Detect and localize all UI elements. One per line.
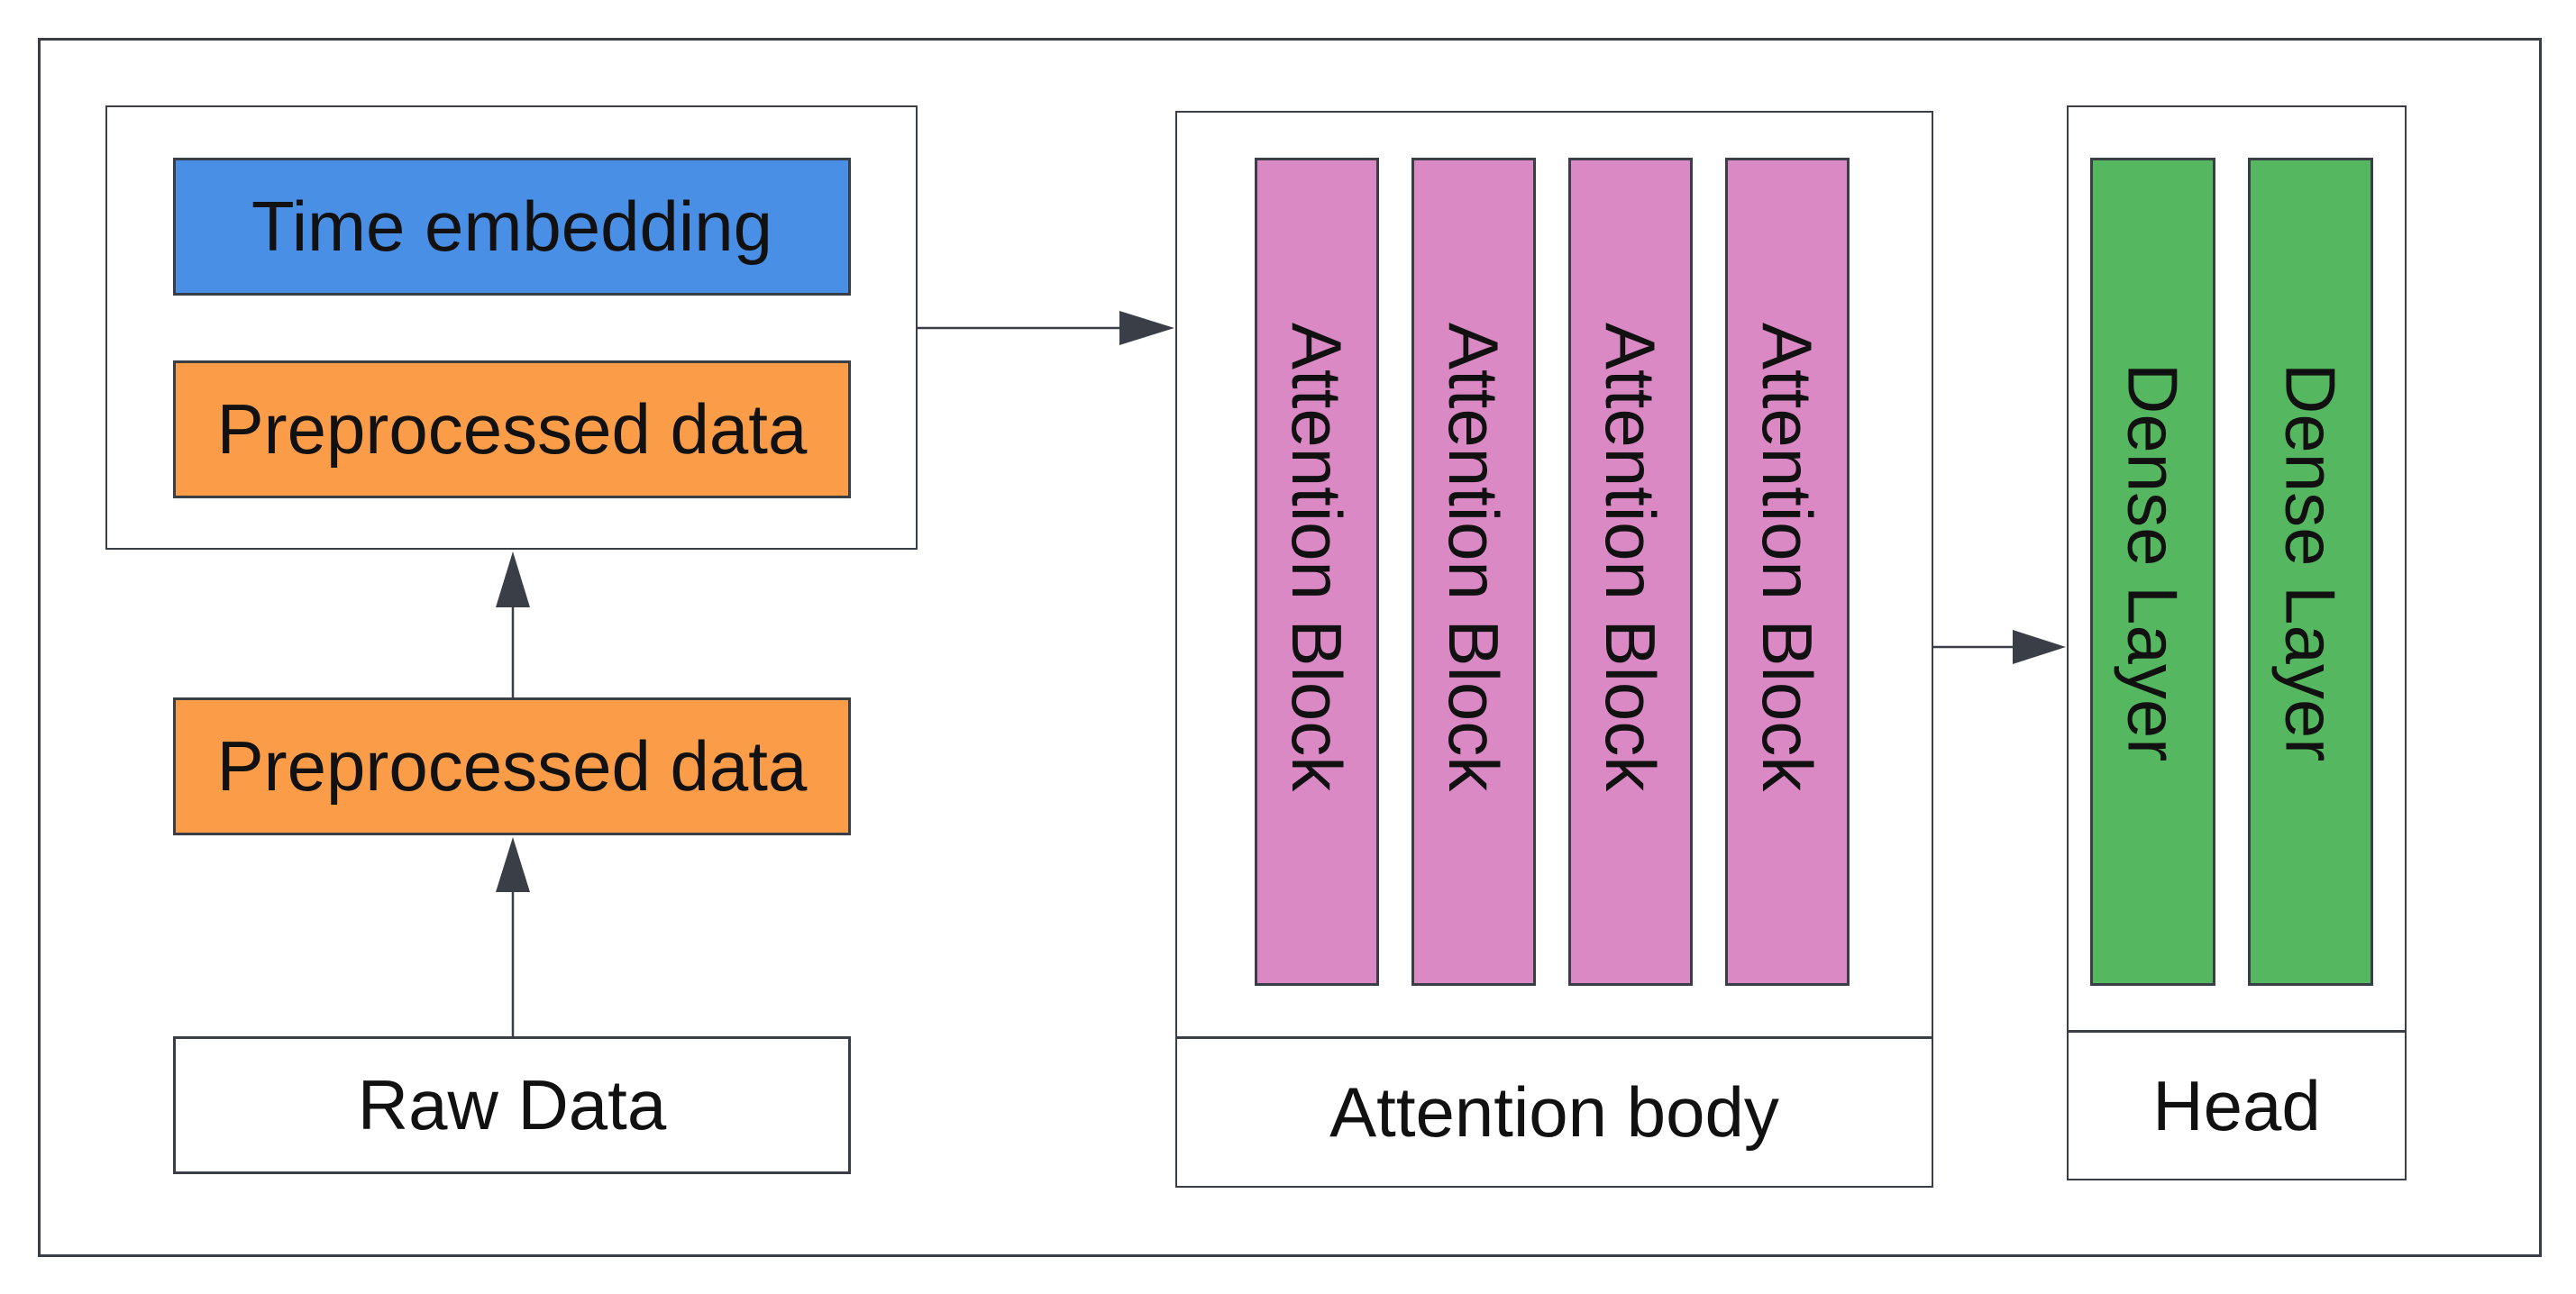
head-label-area: Head [2067, 1033, 2407, 1179]
attention-block: Attention Block [1255, 158, 1379, 986]
raw-data-box: Raw Data [173, 1036, 851, 1174]
arrow-group-to-attention-head [1119, 311, 1174, 345]
dense-layer: Dense Layer [2090, 158, 2215, 986]
attention-block-label: Attention Block [1748, 323, 1827, 792]
attention-block: Attention Block [1411, 158, 1536, 986]
raw-data-label: Raw Data [357, 1065, 667, 1144]
preprocessed-data-label-top: Preprocessed data [216, 389, 808, 469]
attention-block: Attention Block [1725, 158, 1850, 986]
preprocessed-data-box: Preprocessed data [173, 697, 851, 835]
preprocessed-data-label: Preprocessed data [216, 726, 808, 806]
attention-block-label: Attention Block [1434, 323, 1513, 792]
preprocessed-data-box-top: Preprocessed data [173, 360, 851, 498]
attention-block-label: Attention Block [1591, 323, 1670, 792]
arrow-raw-to-preprocessed-head [496, 837, 530, 892]
dense-layer-label: Dense Layer [2113, 363, 2193, 762]
arrow-attention-to-head-head [2013, 630, 2066, 664]
attention-block-label: Attention Block [1277, 323, 1357, 792]
head-label: Head [2152, 1065, 2321, 1145]
arrow-preprocessed-to-group-head [496, 551, 530, 607]
time-embedding-label: Time embedding [251, 187, 773, 266]
head-divider [2067, 1030, 2407, 1033]
dense-layer-label: Dense Layer [2270, 363, 2351, 762]
attention-body-label: Attention body [1329, 1072, 1779, 1152]
time-embedding-box: Time embedding [173, 158, 851, 296]
dense-layer: Dense Layer [2248, 158, 2373, 986]
attention-block: Attention Block [1568, 158, 1693, 986]
attention-body-label-area: Attention body [1175, 1039, 1933, 1186]
attention-body-divider [1175, 1036, 1933, 1039]
